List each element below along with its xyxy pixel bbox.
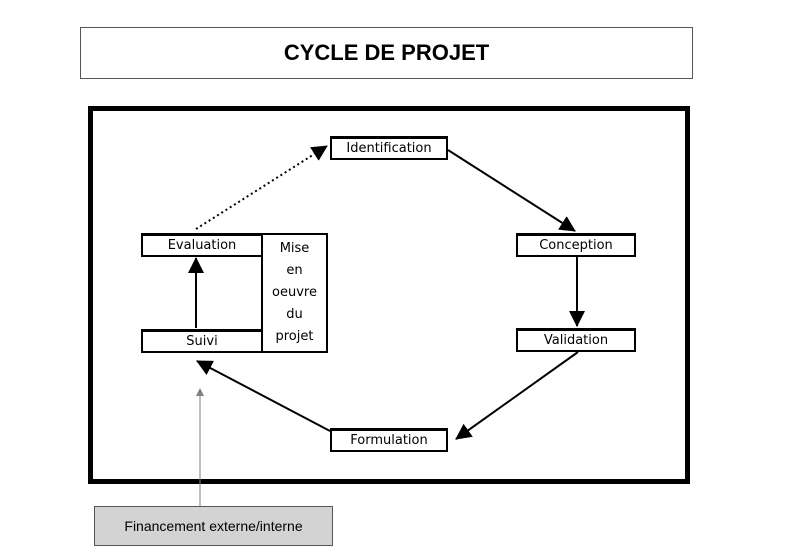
- node-suivi: Suivi: [141, 329, 263, 353]
- implementation-box: Mise en oeuvre du projet: [261, 233, 328, 353]
- funding-box: Financement externe/interne: [94, 506, 333, 546]
- node-formulation: Formulation: [330, 428, 448, 452]
- arrow-validation-to-formulation: [455, 351, 579, 440]
- diagram-title: CYCLE DE PROJET: [80, 27, 693, 79]
- arrow-formulation-to-suivi: [196, 360, 331, 432]
- node-evaluation: Evaluation: [141, 233, 263, 257]
- arrow-evaluation-to-identification: [195, 145, 328, 230]
- arrow-identification-to-conception: [447, 149, 576, 232]
- diagram-frame: [88, 106, 690, 484]
- node-validation: Validation: [516, 328, 636, 352]
- node-identification: Identification: [330, 136, 448, 160]
- node-conception: Conception: [516, 233, 636, 257]
